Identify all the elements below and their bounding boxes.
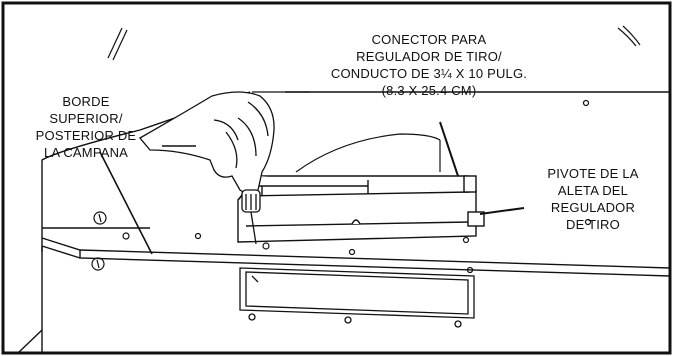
break-marks bbox=[107, 25, 641, 61]
screwdriver-icon bbox=[241, 189, 261, 245]
leader-lines bbox=[99, 121, 525, 255]
hood-edge-label-line-3: POSTERIOR DE bbox=[35, 128, 137, 143]
pivot-label-line-1: PIVOTE DE LA bbox=[547, 166, 639, 181]
hood-edge-label: BORDE SUPERIOR/ POSTERIOR DE LA CAMPANA bbox=[10, 93, 162, 161]
hood-body bbox=[17, 91, 671, 354]
connector-label-line-1: CONECTOR PARA bbox=[371, 32, 487, 47]
connector-label-line-2: REGULADOR DE TIRO/ bbox=[356, 49, 502, 64]
connector-label: CONECTOR PARA REGULADOR DE TIRO/ CONDUCT… bbox=[300, 31, 558, 99]
hood-edge-label-line-1: BORDE bbox=[62, 94, 110, 109]
connector-label-line-3: CONDUCTO DE 3¼ X 10 PULG. bbox=[330, 66, 528, 81]
pivot-label-line-3: REGULADOR bbox=[550, 200, 636, 215]
hand-icon bbox=[139, 91, 275, 194]
damper-connector bbox=[237, 175, 485, 243]
screw-heads bbox=[91, 99, 592, 271]
pivot-label-line-4: DE TIRO bbox=[566, 217, 620, 232]
connector-label-line-4: (8.3 X 25.4 CM) bbox=[381, 83, 477, 98]
pivot-label-line-2: ALETA DEL bbox=[557, 183, 629, 198]
opening-circle bbox=[295, 133, 441, 173]
pivot-label: PIVOTE DE LA ALETA DEL REGULADOR DE TIRO bbox=[518, 165, 668, 233]
hood-edge-label-line-4: LA CAMPANA bbox=[43, 145, 129, 160]
access-plate bbox=[239, 266, 475, 328]
hood-edge-label-line-2: SUPERIOR/ bbox=[49, 111, 123, 126]
